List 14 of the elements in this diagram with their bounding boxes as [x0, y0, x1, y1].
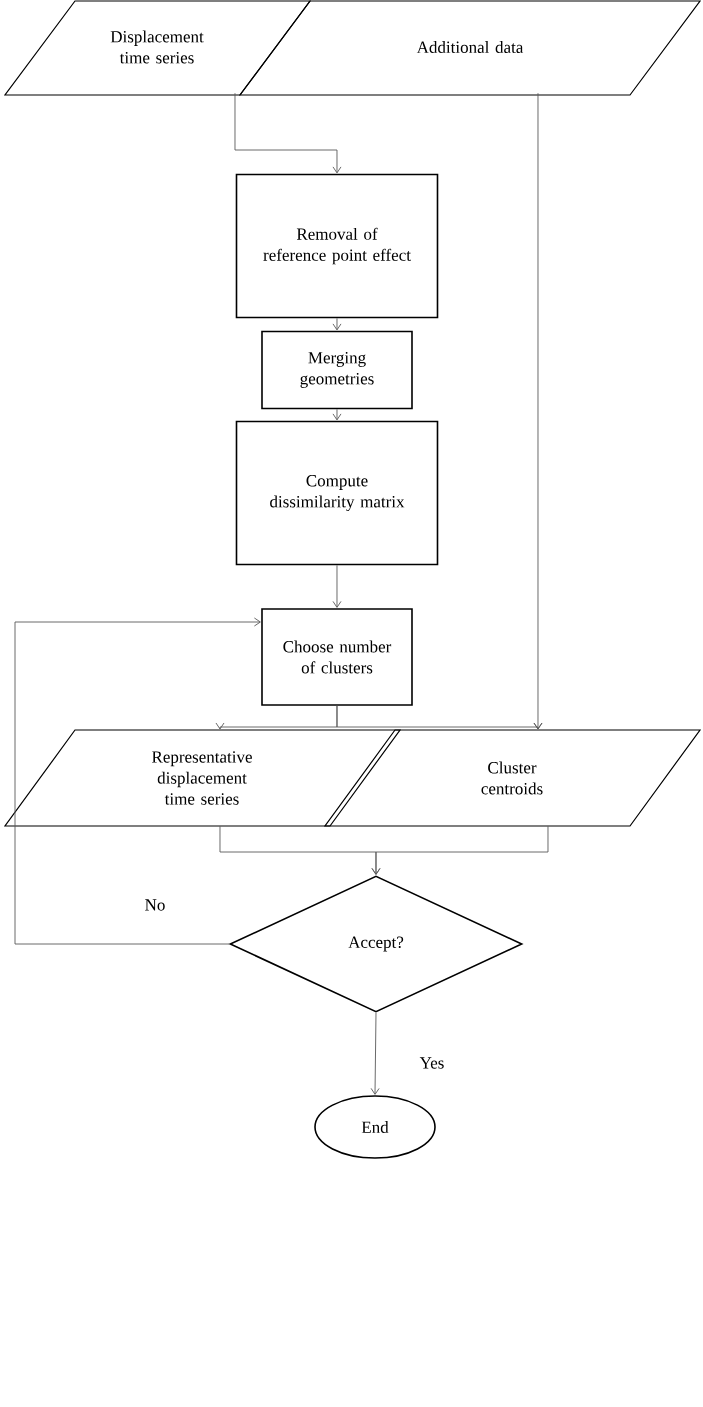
edge-label: Yes: [419, 1057, 444, 1069]
arrow: [336, 705, 543, 730]
process-box: Choose number of clusters: [261, 608, 413, 706]
process-box: Compute dissimilarity matrix: [235, 420, 439, 566]
arrow: [370, 1012, 380, 1095]
arrow: [371, 825, 549, 875]
arrow: [332, 408, 342, 421]
arrow: [332, 317, 342, 331]
arrow: [14, 617, 261, 945]
arrow: [234, 92, 342, 174]
process-box: Merging geometries: [261, 330, 413, 410]
arrow: [332, 564, 342, 608]
edge-label: No: [145, 899, 165, 911]
process-box: Removal of reference point effect: [235, 173, 439, 319]
